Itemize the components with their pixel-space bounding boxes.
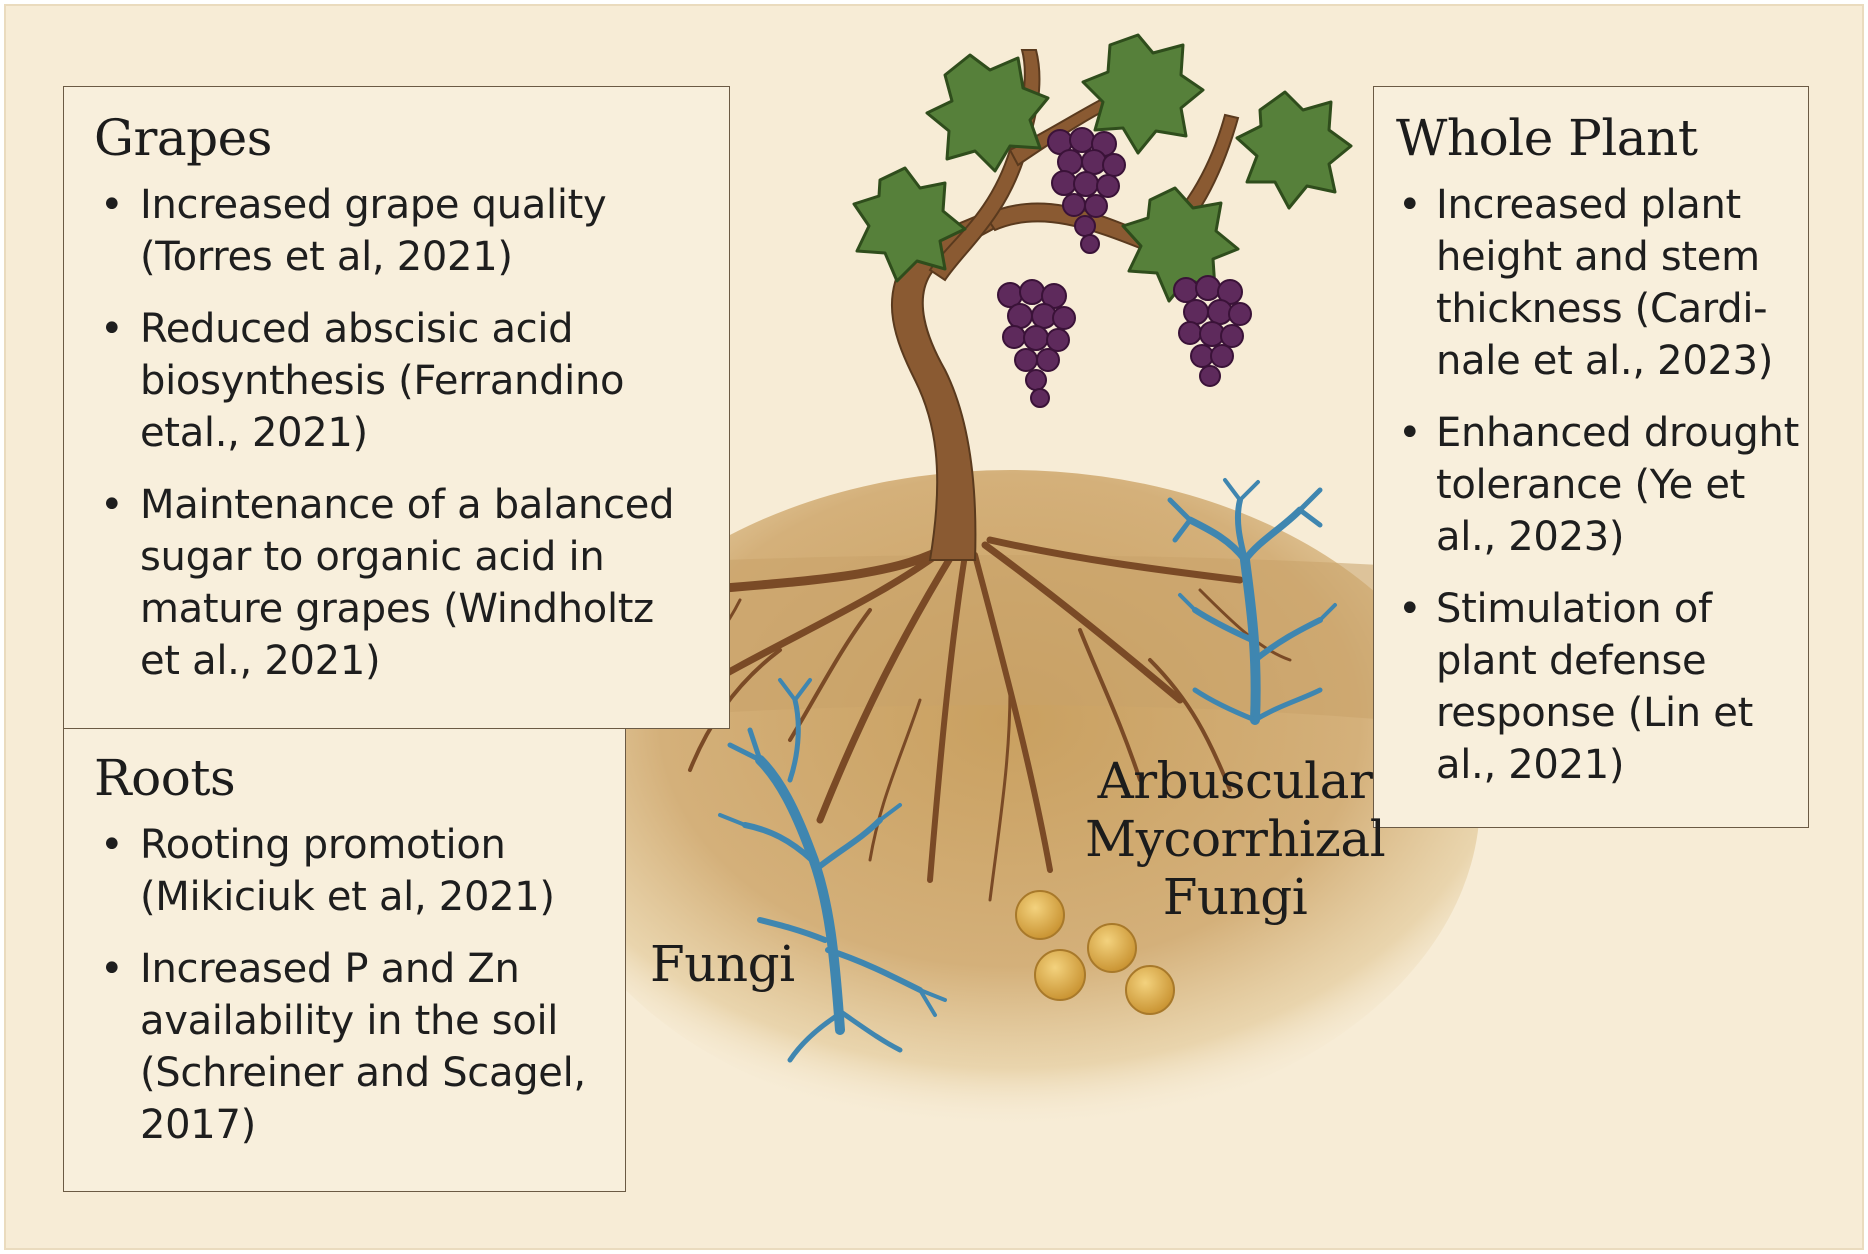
list-item: Enhanced drought tolerance (Ye et al., 2… — [1396, 407, 1808, 563]
list-item: Maintenance of a balanced sugar to organ… — [94, 479, 701, 687]
amf-label-line-3: Fungi — [1162, 868, 1308, 926]
list-item: Increased grape quality (Torres et al, 2… — [94, 179, 701, 283]
grape-cluster-top — [1047, 127, 1126, 254]
spore — [1087, 923, 1137, 973]
amf-spores — [1015, 890, 1175, 1015]
whole-plant-title: Whole Plant — [1396, 109, 1698, 167]
amf-label: Arbuscular Mycorrhizal Fungi — [1085, 752, 1386, 926]
grapes-panel: Grapes Increased grape quality (Torres e… — [63, 86, 730, 729]
leaf-2 — [1081, 33, 1205, 155]
grapes-list: Increased grape quality (Torres et al, 2… — [94, 179, 701, 687]
roots-list: Rooting promotion (Mikiciuk et al, 2021)… — [94, 819, 597, 1151]
grape-clusters — [997, 127, 1252, 408]
list-item: Stimulation of plant defense response (L… — [1396, 583, 1808, 791]
grape-leaves — [852, 33, 1353, 303]
root-system — [658, 536, 1292, 902]
spore — [1034, 949, 1086, 1001]
list-item: Increased P and Zn availability in the s… — [94, 943, 597, 1151]
whole-plant-panel: Whole Plant Increased plant height and s… — [1373, 86, 1809, 828]
fungal-hyphae — [718, 478, 1337, 1063]
leaf-3 — [852, 166, 967, 283]
roots-panel: Roots Rooting promotion (Mikiciuk et al,… — [63, 728, 626, 1192]
hyphae-upper-right — [1167, 478, 1337, 725]
leaf-5 — [1235, 90, 1353, 210]
whole-plant-list: Increased plant height and stem thicknes… — [1396, 179, 1808, 791]
hyphae-lower-left — [718, 678, 947, 1063]
fungi-label: Fungi — [650, 935, 795, 993]
grape-cluster-left — [997, 279, 1076, 408]
list-item: Rooting promotion (Mikiciuk et al, 2021) — [94, 819, 597, 923]
leaf-1 — [925, 53, 1050, 173]
list-item: Increased plant height and stem thicknes… — [1396, 179, 1808, 387]
amf-label-line-1: Arbuscular — [1097, 752, 1373, 810]
spore — [1015, 890, 1065, 940]
amf-label-line-2: Mycorrhizal — [1085, 810, 1386, 868]
grapes-title: Grapes — [94, 109, 272, 167]
roots-title: Roots — [94, 749, 236, 807]
spore — [1125, 965, 1175, 1015]
grape-cluster-right — [1173, 275, 1252, 387]
list-item: Reduced abscisic acid biosynthesis (Ferr… — [94, 303, 701, 459]
